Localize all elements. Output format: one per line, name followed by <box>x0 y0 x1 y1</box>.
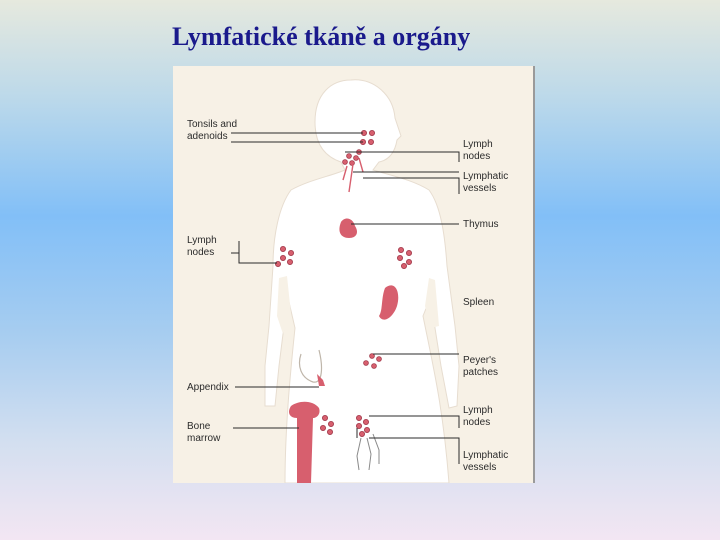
lymphatic-system-diagram: Tonsils and adenoids Lymph nodes Appendi… <box>173 66 535 483</box>
label-spleen: Spleen <box>463 297 495 308</box>
appendix-shape <box>317 374 325 386</box>
label-tonsils-and-adenoids: Tonsils and adenoids <box>187 119 238 142</box>
label-lymphatic-vessels-neck: Lymphatic vessels <box>463 171 509 194</box>
label-lymphatic-vessels-groin: Lymphatic vessels <box>463 450 509 473</box>
leader-lines-right <box>345 151 460 464</box>
leader-lines-left <box>231 132 363 429</box>
axillary-node-dots-left <box>275 245 295 267</box>
slide-title: Lymfatické tkáně a orgány <box>172 22 471 51</box>
neck-vessels <box>342 157 364 193</box>
axillary-node-dots-right <box>396 246 412 269</box>
label-thymus: Thymus <box>463 219 499 230</box>
colon-outline <box>298 349 323 383</box>
left-arm-gap <box>277 276 291 334</box>
label-lymph-nodes-groin: Lymph nodes <box>463 405 493 428</box>
bone-marrow-shape <box>289 401 320 483</box>
label-appendix: Appendix <box>187 382 229 393</box>
groin-vessels <box>356 433 380 471</box>
label-bone-marrow: Bone marrow <box>187 421 221 444</box>
diagram-art <box>231 79 460 483</box>
right-arm-gap <box>425 278 439 328</box>
thymus-shape <box>339 218 357 238</box>
label-lymph-nodes-axillary: Lymph nodes <box>187 235 217 258</box>
peyers-patch-dots <box>363 353 382 369</box>
neck-node-dots <box>342 149 362 166</box>
label-lymph-nodes-neck: Lymph nodes <box>463 139 493 162</box>
label-peyers-patches: Peyer's patches <box>463 355 499 378</box>
spleen-shape <box>379 285 399 320</box>
groin-node-dots <box>319 414 370 437</box>
